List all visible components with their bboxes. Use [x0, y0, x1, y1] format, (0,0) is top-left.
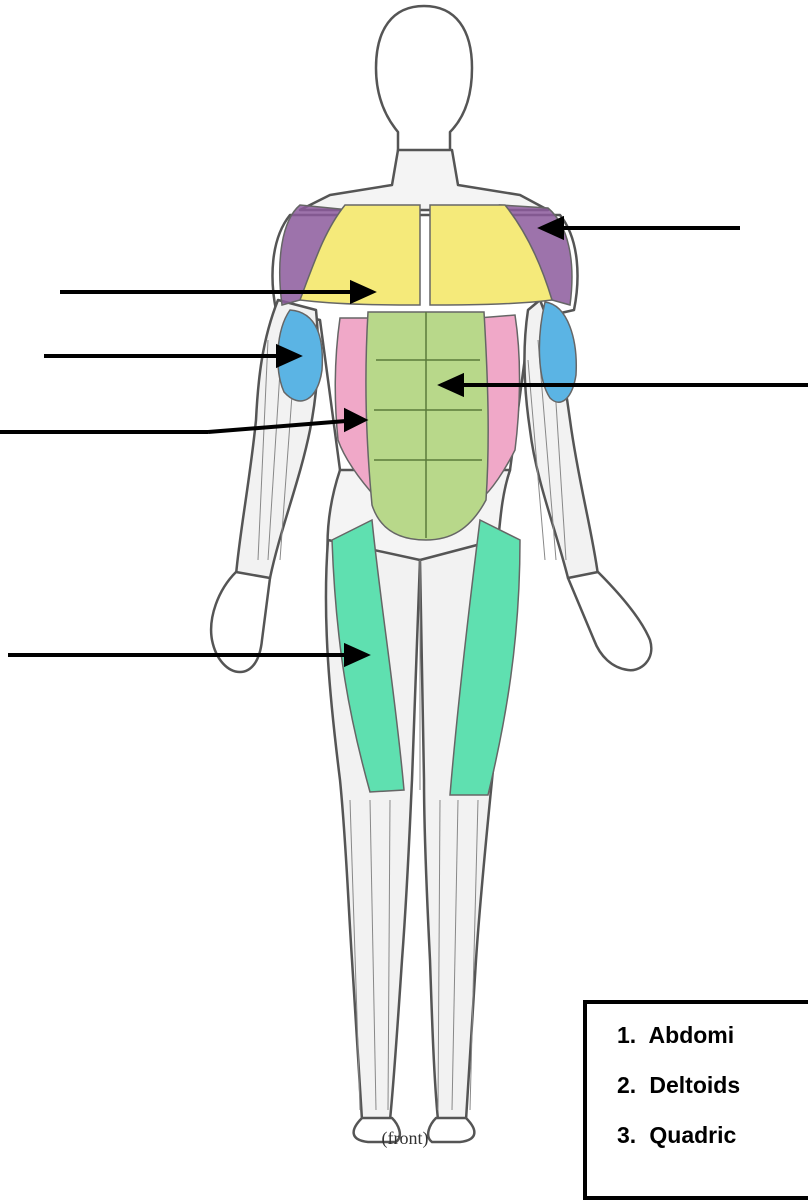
right-hand [568, 572, 651, 670]
key-label: Abdomi [649, 1022, 735, 1048]
key-item-2: 2. Deltoids [617, 1072, 740, 1099]
arrow-biceps [44, 347, 298, 365]
abdominals [366, 312, 488, 540]
muscle-diagram [0, 0, 808, 1161]
biceps-right [539, 302, 576, 402]
arrow-quadriceps [8, 646, 366, 664]
key-label: Quadric [649, 1122, 736, 1148]
key-item-3: 3. Quadric [617, 1122, 736, 1149]
key-number: 3. [617, 1122, 643, 1149]
key-number: 1. [617, 1022, 643, 1049]
key-label: Deltoids [649, 1072, 740, 1098]
key-number: 2. [617, 1072, 643, 1099]
key-item-1: 1. Abdomi [617, 1022, 734, 1049]
neck [300, 150, 548, 210]
figure-caption: (front) [360, 1128, 450, 1149]
answer-key-box: 1. Abdomi 2. Deltoids 3. Quadric [583, 1000, 808, 1200]
head [376, 6, 472, 166]
body-outline [211, 6, 651, 1142]
